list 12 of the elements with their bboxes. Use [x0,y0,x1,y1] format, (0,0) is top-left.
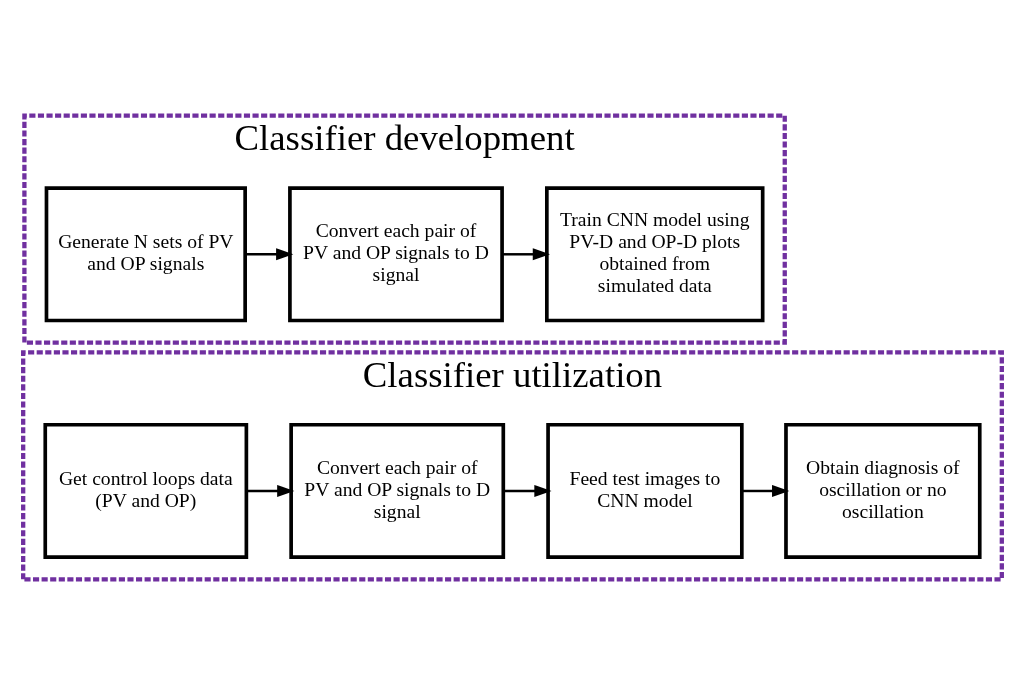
node-box: Feed test images to CNN model [546,422,744,559]
arrow [246,484,295,497]
arrow [503,484,552,497]
arrow [502,247,550,260]
node-box: Get control loops data (PV and OP) [43,422,249,559]
node-box: Generate N sets of PV and OP signals [44,185,247,322]
node-box: Obtain diagnosis of oscillation or no oscillation [784,422,982,559]
node-box: Train CNN model using PV-D and OP-D plots obtained from simulated data [545,185,765,322]
arrow [742,484,790,497]
arrow [245,247,294,260]
node-box: Convert each pair of PV and OP signals to D signal [289,422,506,559]
node-box: Convert each pair of PV and OP signals to D signal [288,185,504,322]
